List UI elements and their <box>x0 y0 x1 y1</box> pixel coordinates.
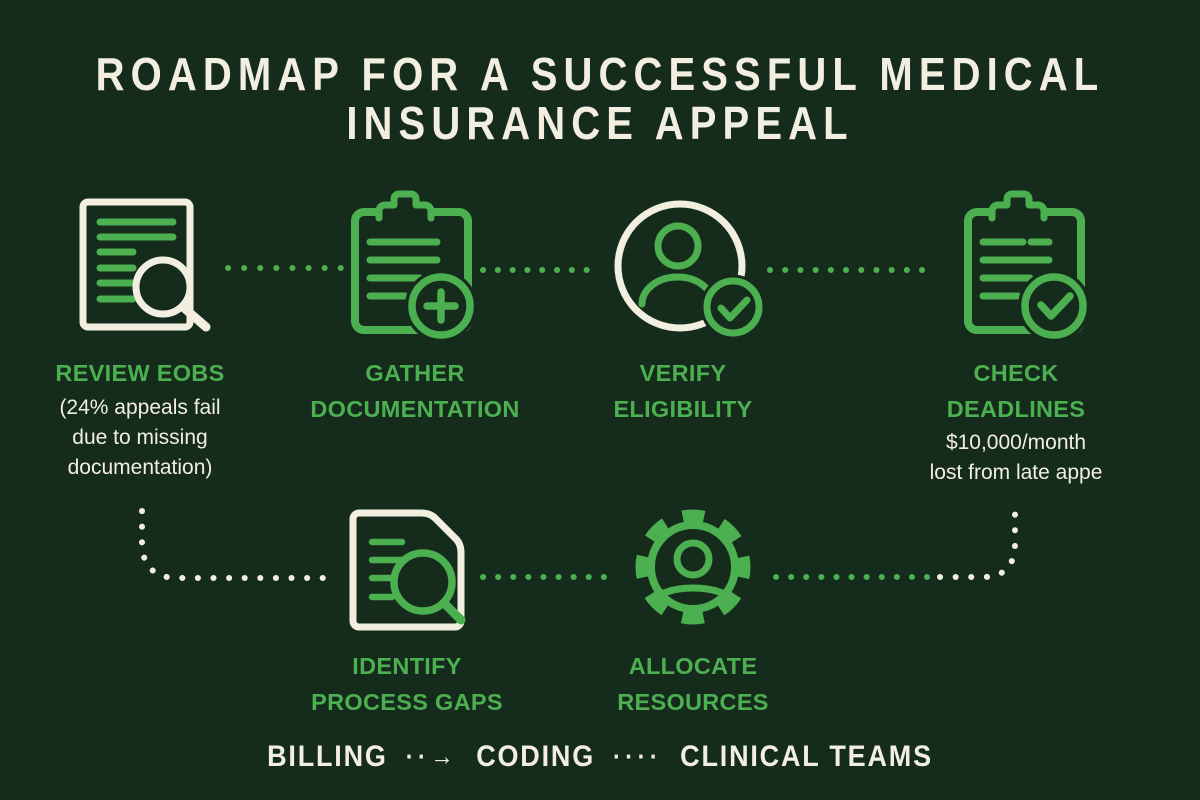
legend-dots-icon: ···· <box>613 740 663 771</box>
page-title: ROADMAP FOR A SUCCESSFUL MEDICAL INSURAN… <box>78 50 1122 148</box>
step-note-review-eobs: (24% appeals fail due to missing documen… <box>59 396 221 479</box>
step-label-check-deadlines: CHECK DEADLINES <box>946 360 1086 422</box>
legend-billing: BILLING <box>267 740 388 773</box>
person-check-icon <box>614 200 766 340</box>
connector-up-right-curve <box>937 508 1018 580</box>
step-label-review-eobs: REVIEW EOBS <box>55 360 225 386</box>
step-label-identify-process-gaps: IDENTIFY PROCESS GAPS <box>311 653 503 715</box>
gear-person-icon <box>635 509 751 625</box>
legend-coding: CODING <box>476 740 596 773</box>
teams-legend: BILLING ··→ CODING ···· CLINICAL TEAMS <box>60 740 1140 774</box>
step-label-allocate-resources: ALLOCATE RESOURCES <box>617 653 769 715</box>
document-magnifier-icon <box>79 198 211 332</box>
page-title-line1: ROADMAP FOR A SUCCESSFUL MEDICAL <box>95 48 1105 100</box>
clipboard-plus-icon <box>351 190 477 342</box>
document-search-icon <box>349 509 466 631</box>
step-note-check-deadlines: $10,000/month lost from late appe <box>929 431 1103 484</box>
page-title-line2: INSURANCE APPEAL <box>346 97 854 149</box>
legend-dots-arrow-icon: ··→ <box>405 740 459 771</box>
legend-clinical-teams: CLINICAL TEAMS <box>680 740 933 773</box>
connector-down-left-curve <box>139 508 339 581</box>
step-label-verify-eligibility: VERIFY ELIGIBILITY <box>613 360 753 422</box>
clipboard-check-icon <box>964 190 1090 342</box>
step-label-gather-documentation: GATHER DOCUMENTATION <box>310 360 520 422</box>
